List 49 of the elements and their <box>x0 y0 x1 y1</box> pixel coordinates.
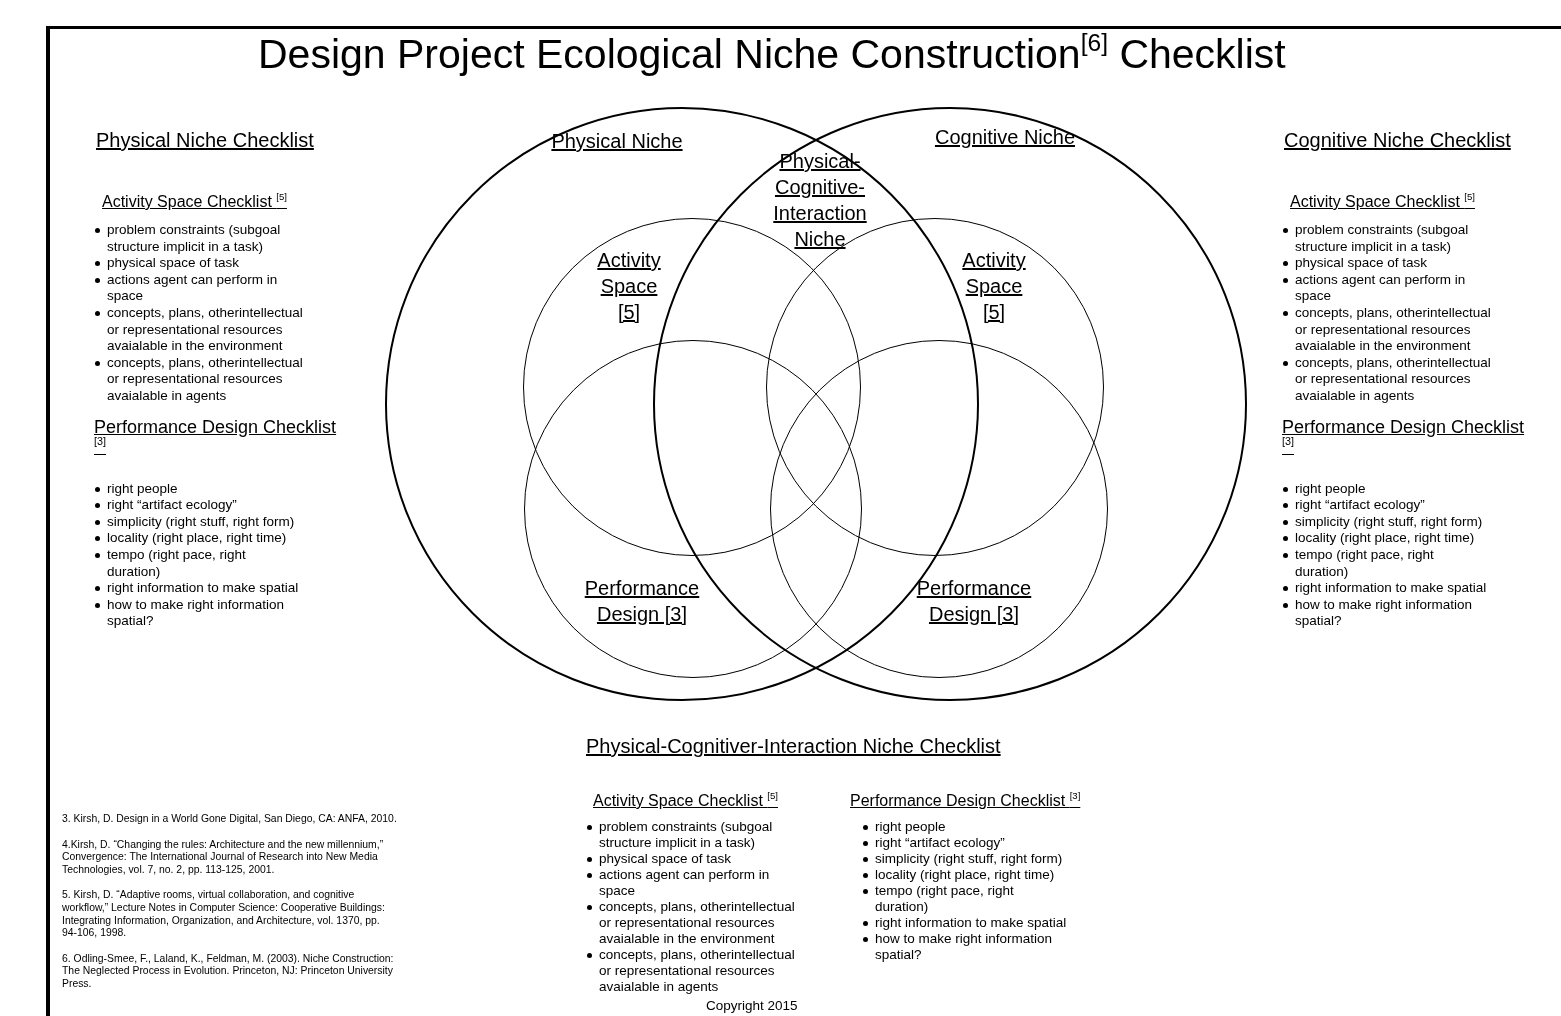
list-item: physical space of task <box>599 851 733 867</box>
circle-label: Physical Niche <box>550 129 684 154</box>
circle-label: Cognitive Niche <box>933 125 1077 150</box>
list-item: right information to make spatial <box>875 915 1067 931</box>
list-item: locality (right place, right time) <box>1295 530 1476 547</box>
list-item: how to make right information spatial? <box>107 596 286 630</box>
list-item: tempo (right pace, right duration) <box>1295 546 1435 581</box>
list-item: concepts, plans, otherintellectual or representational resources avaialable in agents <box>1295 354 1492 405</box>
reference-note: 3. Kirsh, D. Design in a World Gone Digital, San Diego, CA: ANFA, 2010. <box>62 813 397 826</box>
list-item: problem constraints (subgoal structure implicit in a task) <box>1295 222 1470 256</box>
list-item: right information to make spatial <box>1295 580 1487 597</box>
list-item: right “artifact ecology” <box>107 497 238 514</box>
list-item: physical space of task <box>1295 255 1429 272</box>
list-item: right people <box>107 480 179 498</box>
section-heading: Cognitive Niche Checklist <box>1284 128 1511 152</box>
section-heading: Physical-Cognitiver-Interaction Niche Checklist <box>586 734 1001 758</box>
list-item: simplicity (right stuff, right form) <box>1295 513 1484 531</box>
subsection-heading: Performance Design Checklist $^{[3]}$ <box>850 791 1081 811</box>
list-item: right people <box>875 819 947 835</box>
list-item: right “artifact ecology” <box>875 835 1006 851</box>
reference-note: 5. Kirsh, D. “Adaptive rooms, virtual collaboration, and cognitive workflow,” Lecture Notes in Computer Science: Cooperative Buildings: Integrating Information, Organization, and Architecture, vol. 1370, pp. 94-106, 1998. <box>62 889 386 940</box>
list-item: concepts, plans, otherintellectual or representational resources avaialable in agents <box>107 354 304 405</box>
circle-label: Activity Space [5] <box>596 248 662 325</box>
list-item: right “artifact ecology” <box>1295 497 1426 514</box>
list-item: problem constraints (subgoal structure implicit in a task) <box>107 222 282 256</box>
copyright-note: Copyright 2015 <box>706 998 798 1014</box>
list-item: how to make right information spatial? <box>875 931 1054 963</box>
subsection-heading: Activity Space Checklist $^{[5]}$ <box>593 791 778 811</box>
reference-note: 6. Odling-Smee, F., Laland, K., Feldman, M. (2003). Niche Construction: The Neglected Process in Evolution. Princeton, NJ: Princeton University Press. <box>62 952 395 991</box>
circle-label: Activity Space [5] <box>961 248 1027 325</box>
list-item: locality (right place, right time) <box>107 530 288 547</box>
list-item: how to make right information spatial? <box>1295 596 1474 630</box>
list-item: right people <box>1295 480 1367 498</box>
page-title: Design Project Ecological Niche Construction$^{[6]}$ Checklist <box>258 30 1286 78</box>
circle-label: Performance Design [3] <box>915 576 1033 627</box>
list-item: simplicity (right stuff, right form) <box>107 513 296 531</box>
section-heading: Physical Niche Checklist <box>96 128 314 152</box>
reference-note: 4.Kirsh, D. “Changing the rules: Architecture and the new millennium,” Convergence: The International Journal of Research into New Media Technologies, vol. 7, no. 2, pp. 113-125, 2001. <box>62 838 385 877</box>
list-item: locality (right place, right time) <box>875 867 1056 883</box>
subsection-heading: Activity Space Checklist $^{[5]}$ <box>1290 192 1475 212</box>
list-item: tempo (right pace, right duration) <box>107 546 247 581</box>
list-item: problem constraints (subgoal structure implicit in a task) <box>599 819 774 851</box>
circle-label: Performance Design [3] <box>583 576 701 627</box>
subsection-heading: Activity Space Checklist $^{[5]}$ <box>102 192 287 212</box>
list-item: concepts, plans, otherintellectual or representational resources avaialable in agents <box>599 947 796 995</box>
list-item: right information to make spatial <box>107 580 299 597</box>
list-item: simplicity (right stuff, right form) <box>875 851 1064 867</box>
list-item: tempo (right pace, right duration) <box>875 883 1015 915</box>
list-item: physical space of task <box>107 255 241 272</box>
